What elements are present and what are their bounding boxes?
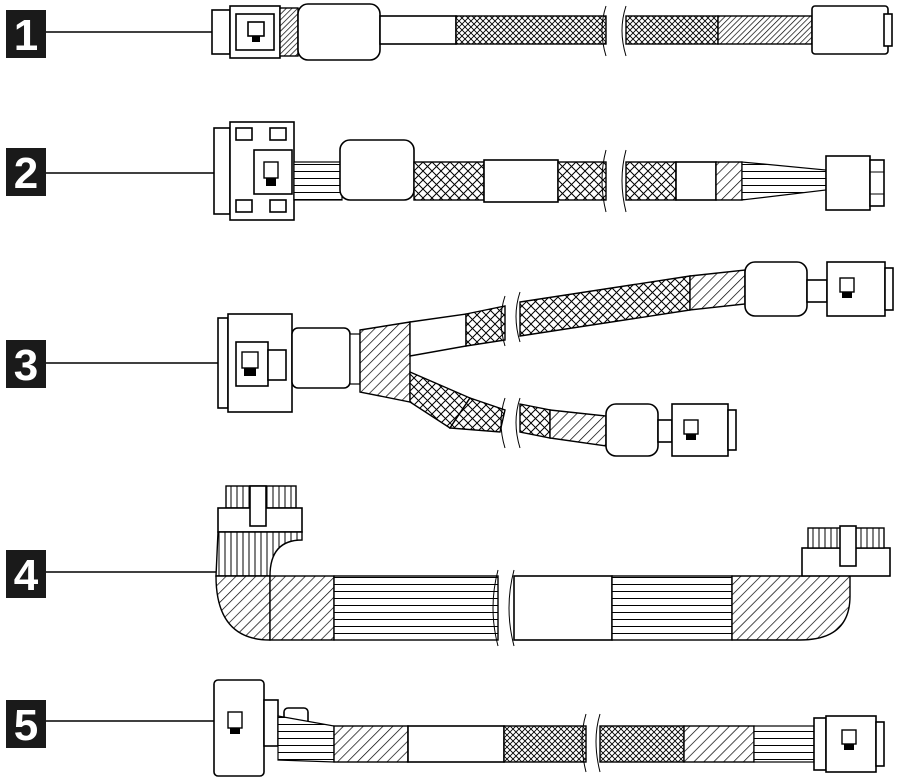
callout-1-label: 1 [14,11,38,60]
callout-4-label: 4 [14,551,39,600]
cable-1 [211,3,893,61]
cable-5 [213,679,885,777]
callout-2-label: 2 [14,149,38,198]
cable-2 [213,121,885,221]
callout-2: 2 [6,148,214,198]
callout-3-label: 3 [14,341,38,390]
callout-3: 3 [6,340,218,390]
callout-1: 1 [6,10,212,60]
cable-3 [217,261,894,457]
callout-5-label: 5 [14,701,38,750]
callout-5: 5 [6,700,214,750]
cable-4 [215,485,891,647]
callout-4: 4 [6,550,216,600]
